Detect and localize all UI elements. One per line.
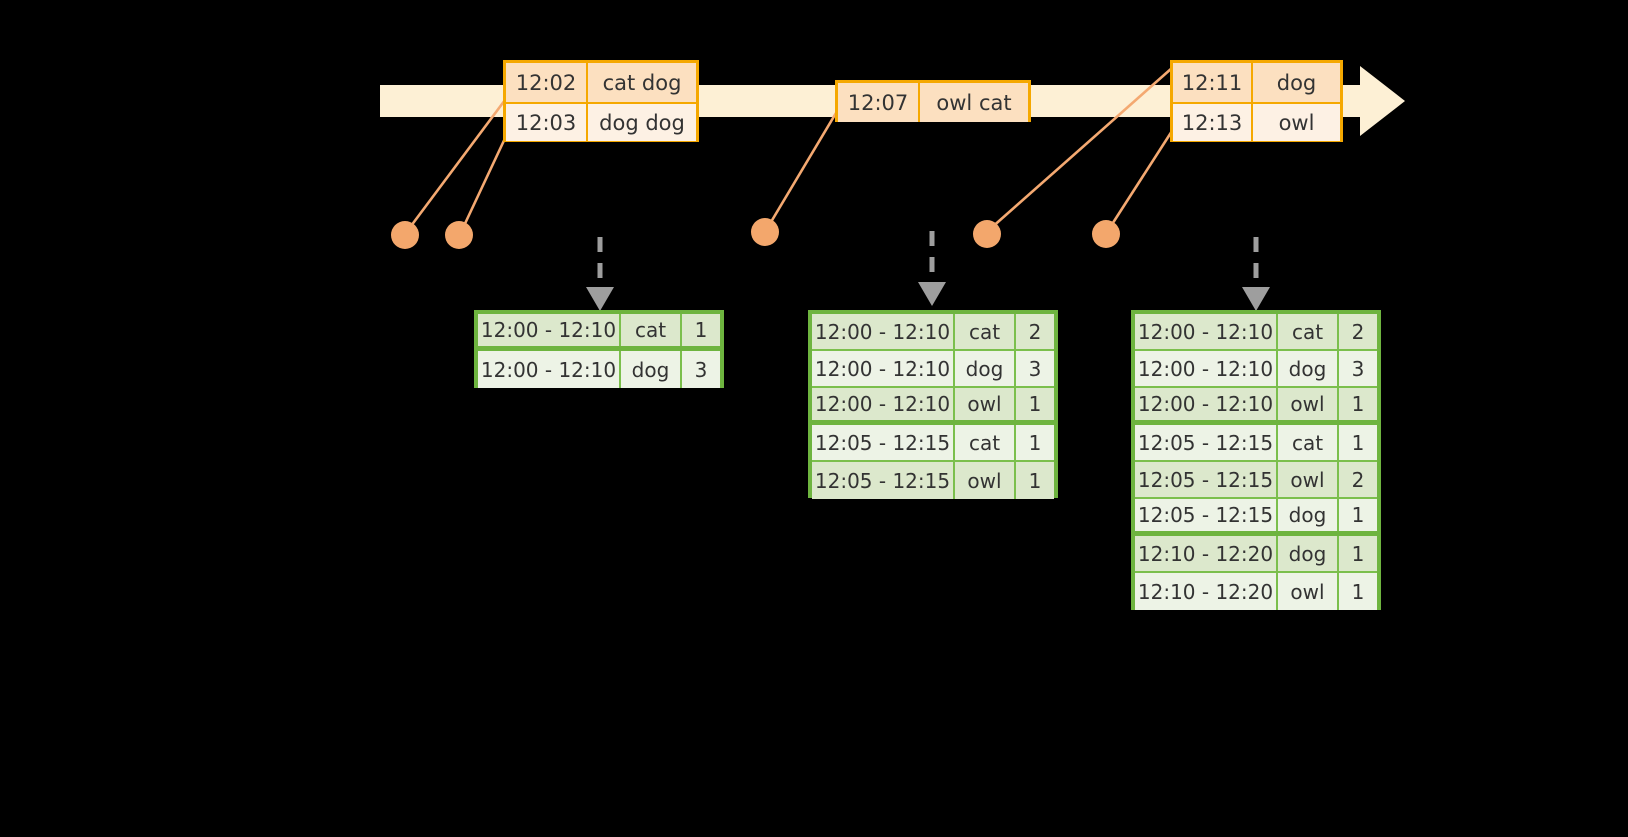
connector-line-5 [1107, 130, 1174, 230]
cell-window: 12:10 - 12:20 [1135, 536, 1278, 571]
table-row[interactable]: 12:00 - 12:10 dog 3 [478, 351, 720, 388]
table-row[interactable]: 12:00 - 12:10 dog 3 [1135, 351, 1377, 388]
cell-window: 12:05 - 12:15 [812, 425, 955, 460]
cell-window: 12:05 - 12:15 [1135, 499, 1278, 531]
flow-arrow-head-1 [586, 287, 614, 311]
cell-window: 12:05 - 12:15 [1135, 462, 1278, 497]
event-row[interactable]: 12:11 dog [1173, 63, 1340, 102]
event-words: dog [1253, 63, 1340, 102]
flow-arrows [597, 231, 1259, 285]
event-row[interactable]: 12:13 owl [1173, 102, 1340, 141]
event-time: 12:07 [838, 83, 920, 122]
event-group-1[interactable]: 12:02 cat dog 12:03 dog dog [503, 60, 699, 142]
table-row[interactable]: 12:00 - 12:10 cat 1 [478, 314, 720, 351]
table-row[interactable]: 12:00 - 12:10 cat 2 [1135, 314, 1377, 351]
cell-count: 1 [682, 314, 720, 346]
cell-word: dog [1278, 536, 1339, 571]
windowed-counts-table-2[interactable]: 12:00 - 12:10 cat 2 12:00 - 12:10 dog 3 … [808, 310, 1058, 499]
cell-window: 12:05 - 12:15 [812, 462, 955, 499]
cell-count: 1 [1339, 536, 1377, 571]
cell-count: 1 [1339, 388, 1377, 420]
connector-dot-3 [751, 218, 779, 246]
windowed-counts-table-1[interactable]: 12:00 - 12:10 cat 1 12:00 - 12:10 dog 3 [474, 310, 724, 388]
event-group-2[interactable]: 12:07 owl cat [835, 80, 1031, 122]
connector-dot-5 [1092, 220, 1120, 248]
cell-window: 12:00 - 12:10 [1135, 314, 1278, 349]
windowed-counts-table-3[interactable]: 12:00 - 12:10 cat 2 12:00 - 12:10 dog 3 … [1131, 310, 1381, 610]
flow-arrow-head-2 [918, 282, 946, 306]
cell-window: 12:00 - 12:10 [478, 351, 621, 388]
table-row[interactable]: 12:00 - 12:10 owl 1 [812, 388, 1054, 425]
cell-count: 2 [1339, 314, 1377, 349]
table-row[interactable]: 12:05 - 12:15 cat 1 [812, 425, 1054, 462]
cell-word: cat [621, 314, 682, 346]
table-row[interactable]: 12:10 - 12:20 dog 1 [1135, 536, 1377, 573]
event-row[interactable]: 12:07 owl cat [838, 83, 1028, 122]
cell-count: 1 [1339, 573, 1377, 610]
table-row[interactable]: 12:05 - 12:15 owl 2 [1135, 462, 1377, 499]
flow-arrow-heads [586, 282, 1270, 311]
event-words: cat dog [588, 63, 696, 102]
connector-dot-2 [445, 221, 473, 249]
connector-dots [391, 218, 1120, 249]
cell-word: owl [955, 388, 1016, 420]
cell-word: cat [955, 314, 1016, 349]
cell-window: 12:00 - 12:10 [812, 388, 955, 420]
connector-line-1 [406, 99, 507, 231]
event-time: 12:11 [1173, 63, 1253, 102]
cell-window: 12:05 - 12:15 [1135, 425, 1278, 460]
cell-count: 3 [1339, 351, 1377, 386]
flow-arrow-head-3 [1242, 287, 1270, 311]
cell-count: 3 [1016, 351, 1054, 386]
cell-word: cat [955, 425, 1016, 460]
cell-word: cat [1278, 314, 1339, 349]
event-row[interactable]: 12:03 dog dog [506, 102, 696, 141]
cell-window: 12:00 - 12:10 [812, 314, 955, 349]
connector-dot-4 [973, 220, 1001, 248]
cell-count: 3 [682, 351, 720, 388]
event-time: 12:02 [506, 63, 588, 102]
event-time: 12:03 [506, 104, 588, 141]
cell-word: cat [1278, 425, 1339, 460]
event-row[interactable]: 12:02 cat dog [506, 63, 696, 102]
table-row[interactable]: 12:05 - 12:15 cat 1 [1135, 425, 1377, 462]
cell-window: 12:00 - 12:10 [812, 351, 955, 386]
cell-count: 1 [1339, 499, 1377, 531]
cell-window: 12:00 - 12:10 [1135, 351, 1278, 386]
cell-window: 12:00 - 12:10 [478, 314, 621, 346]
connector-line-2 [460, 131, 510, 231]
cell-word: owl [1278, 462, 1339, 497]
table-row[interactable]: 12:05 - 12:15 owl 1 [812, 462, 1054, 499]
event-words: dog dog [588, 104, 696, 141]
cell-word: owl [1278, 573, 1339, 610]
cell-count: 1 [1016, 388, 1054, 420]
cell-window: 12:10 - 12:20 [1135, 573, 1278, 610]
table-row[interactable]: 12:00 - 12:10 dog 3 [812, 351, 1054, 388]
cell-count: 1 [1339, 425, 1377, 460]
cell-count: 1 [1016, 462, 1054, 499]
table-row[interactable]: 12:10 - 12:20 owl 1 [1135, 573, 1377, 610]
event-words: owl cat [920, 83, 1028, 122]
cell-count: 2 [1339, 462, 1377, 497]
cell-word: owl [1278, 388, 1339, 420]
connector-dot-1 [391, 221, 419, 249]
cell-count: 2 [1016, 314, 1054, 349]
event-words: owl [1253, 104, 1340, 141]
cell-word: dog [621, 351, 682, 388]
event-group-3[interactable]: 12:11 dog 12:13 owl [1170, 60, 1343, 142]
connector-line-3 [766, 112, 838, 228]
cell-window: 12:00 - 12:10 [1135, 388, 1278, 420]
table-row[interactable]: 12:00 - 12:10 cat 2 [812, 314, 1054, 351]
cell-word: dog [1278, 499, 1339, 531]
event-time: 12:13 [1173, 104, 1253, 141]
cell-word: dog [955, 351, 1016, 386]
cell-count: 1 [1016, 425, 1054, 460]
table-row[interactable]: 12:00 - 12:10 owl 1 [1135, 388, 1377, 425]
cell-word: owl [955, 462, 1016, 499]
cell-word: dog [1278, 351, 1339, 386]
table-row[interactable]: 12:05 - 12:15 dog 1 [1135, 499, 1377, 536]
